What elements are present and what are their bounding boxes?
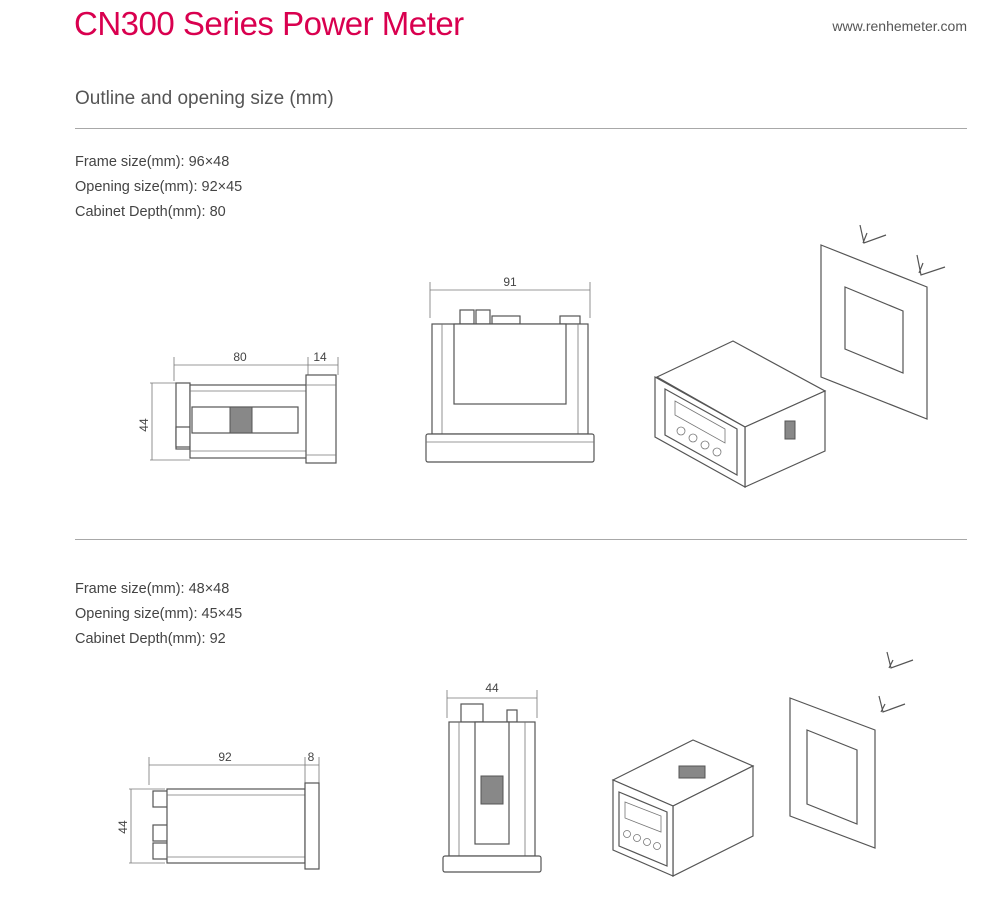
dim-side-length: 80 <box>233 350 247 364</box>
product-2-isometric-view <box>611 651 914 877</box>
product-1-isometric-view <box>654 225 946 489</box>
product-1-top-view: 91 <box>425 275 595 463</box>
website-link[interactable]: www.renhemeter.com <box>832 18 967 34</box>
dim-front-thickness: 14 <box>313 350 327 364</box>
dim-top-width: 44 <box>485 681 499 695</box>
dim-side-height: 44 <box>137 418 151 432</box>
section-title: Outline and opening size (mm) <box>75 88 334 109</box>
dim-side-length: 92 <box>218 750 232 764</box>
product-2-specs: Frame size(mm): 48×48 Opening size(mm): … <box>75 577 242 652</box>
cabinet-depth: Cabinet Depth(mm): 92 <box>75 631 226 647</box>
cabinet-depth: Cabinet Depth(mm): 80 <box>75 204 226 220</box>
frame-size: Frame size(mm): 48×48 <box>75 581 230 597</box>
product-2-top-view: 44 <box>442 681 542 873</box>
opening-size: Opening size(mm): 92×45 <box>75 179 243 195</box>
divider <box>75 539 967 540</box>
dim-front-thickness: 8 <box>308 750 315 764</box>
frame-size: Frame size(mm): 96×48 <box>75 154 230 170</box>
opening-size: Opening size(mm): 45×45 <box>75 606 243 622</box>
product-1-specs: Frame size(mm): 96×48 Opening size(mm): … <box>75 150 242 225</box>
divider <box>75 128 967 129</box>
product-1-side-view: 80 14 44 <box>137 350 339 464</box>
product-2-side-view: 92 8 44 <box>116 750 320 870</box>
dim-top-width: 91 <box>503 275 517 289</box>
dim-side-height: 44 <box>116 820 130 834</box>
page-title: CN300 Series Power Meter <box>74 5 464 42</box>
